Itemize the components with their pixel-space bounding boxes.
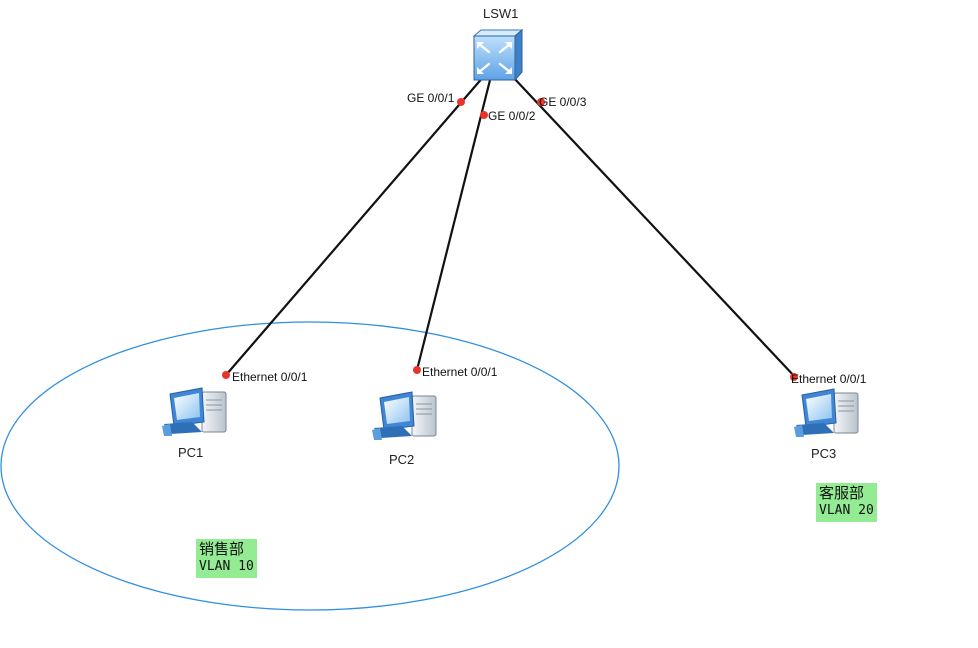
port-dot-ge002 [480, 111, 488, 119]
pc2-pc-icon[interactable] [371, 391, 437, 441]
pc3-pc-icon[interactable] [793, 388, 859, 438]
vlan20-dept-label: 客服部 [819, 484, 865, 502]
port-label-ge001: GE 0/0/1 [407, 91, 455, 105]
switch-name-label: LSW1 [483, 6, 519, 21]
port-label-pc3-eth: Ethernet 0/0/1 [791, 372, 867, 386]
port-dot-pc2-eth [413, 366, 421, 374]
pc2-name-label: PC2 [389, 452, 415, 467]
port-label-pc1-eth: Ethernet 0/0/1 [232, 370, 308, 384]
vlan20-id-label: VLAN 20 [819, 503, 874, 518]
pc1-pc-icon[interactable] [161, 387, 227, 437]
switch-icon[interactable] [472, 28, 524, 82]
port-dot-pc1-eth [222, 371, 230, 379]
link-lsw1-pc3[interactable] [511, 75, 797, 379]
port-dot-ge003 [537, 98, 545, 106]
vlan10-group-ellipse [0, 321, 620, 611]
pc3-name-label: PC3 [811, 446, 837, 461]
vlan10-note: 销售部 VLAN 10 [196, 539, 257, 578]
port-label-ge002: GE 0/0/2 [488, 109, 536, 123]
port-dot-ge001 [457, 98, 465, 106]
port-label-ge003: GE 0/0/3 [539, 95, 587, 109]
vlan20-note: 客服部 VLAN 20 [816, 483, 877, 522]
port-dot-pc3-eth [790, 373, 798, 381]
vlan10-id-label: VLAN 10 [199, 559, 254, 574]
port-label-pc2-eth: Ethernet 0/0/1 [422, 365, 498, 379]
link-lsw1-pc2[interactable] [415, 79, 492, 371]
vlan10-dept-label: 销售部 [199, 540, 245, 558]
link-lsw1-pc1[interactable] [225, 75, 485, 376]
pc1-name-label: PC1 [178, 445, 204, 460]
